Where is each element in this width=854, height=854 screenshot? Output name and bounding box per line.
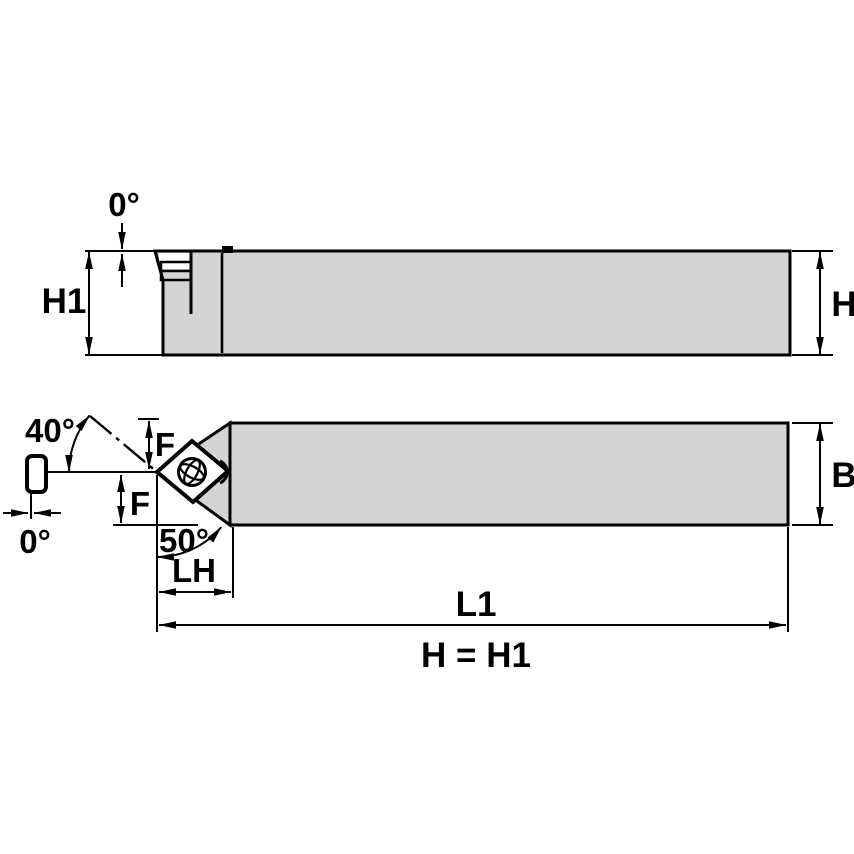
side-view-shim <box>159 269 193 282</box>
rake-angle-dimension: 0° <box>108 186 140 287</box>
f-lower-label: F <box>130 485 150 522</box>
f-lower-dimension: F <box>113 474 198 526</box>
offset-angle-label: 0° <box>19 523 51 560</box>
plan-view-shank-body <box>228 421 790 527</box>
lead-angle-label: 40° <box>25 412 75 449</box>
side-view-shank-body <box>153 249 792 357</box>
side-view-front-face <box>153 250 165 281</box>
included-angle-label: 50° <box>159 522 209 559</box>
workpiece-symbol <box>25 454 48 494</box>
offset-angle-dimension: 0° <box>3 454 61 560</box>
h1-dimension-label: H1 <box>42 282 87 321</box>
clamp-screw-icon <box>177 457 207 487</box>
lead-angle-dimension: 40° <box>25 412 91 473</box>
rake-angle-label: 0° <box>108 186 140 223</box>
l1-dimension: L1 <box>156 475 789 632</box>
side-view: H1 0° H <box>42 186 854 357</box>
h1-dimension: H1 <box>42 250 163 356</box>
l1-dimension-label: L1 <box>456 585 497 624</box>
side-view-insert <box>159 260 193 273</box>
equation-label: H = H1 <box>421 636 531 675</box>
b-dimension: B <box>792 422 854 526</box>
lh-dimension: LH <box>158 527 234 598</box>
f-upper-dimension: F <box>138 418 175 470</box>
included-angle-dimension: 50° <box>156 522 223 561</box>
side-view-top-step <box>222 246 233 253</box>
h-dimension-label: H <box>831 285 854 324</box>
h-dimension: H <box>792 250 854 356</box>
f-upper-label: F <box>155 426 175 463</box>
lh-dimension-label: LH <box>172 552 216 589</box>
side-view-pocket-gap <box>159 253 190 264</box>
insert-corner-radius <box>219 459 229 485</box>
lead-angle-centerline <box>89 415 158 473</box>
b-dimension-label: B <box>831 456 854 495</box>
plan-view: 40° F F 50° LH L1 <box>3 412 854 675</box>
